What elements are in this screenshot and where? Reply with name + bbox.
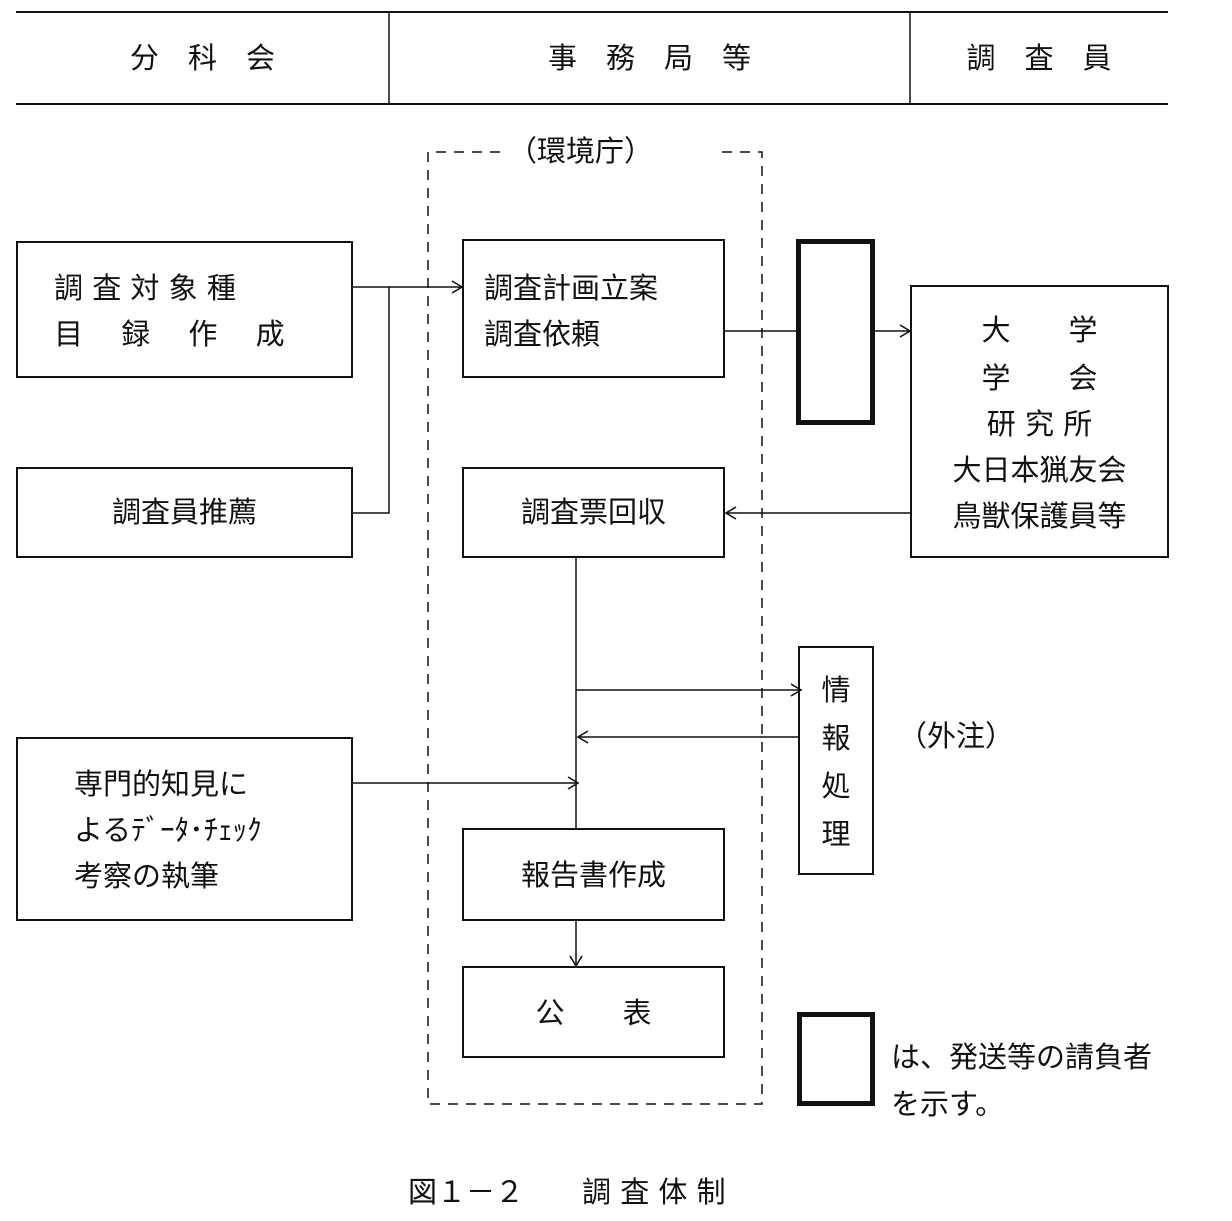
plan-box: 調査計画立案 調査依頼 — [462, 239, 725, 378]
institution-wildlife-officers: 鳥獣保護員等 — [952, 499, 1127, 533]
legend-line-2: を示す。 — [891, 1087, 1005, 1121]
line-recommend-join — [352, 287, 390, 514]
report-label: 報告書作成 — [520, 858, 666, 892]
recommend-box: 調査員推薦 — [16, 467, 353, 558]
info-processing-box: 情 報 処 理 — [798, 646, 874, 875]
legend-swatch — [797, 1012, 875, 1106]
header-secretariat: 事 務 局 等 — [547, 41, 751, 75]
info-char-4: 理 — [821, 817, 851, 851]
institution-institute: 研 究 所 — [986, 407, 1093, 441]
header-surveyors: 調 査 員 — [966, 41, 1112, 75]
plan-line-1: 調査計画立案 — [484, 271, 659, 305]
species-list-box: 調 査 対 象 種 目 録 作 成 — [16, 241, 353, 378]
contractor-box — [796, 239, 875, 425]
recommend-label: 調査員推薦 — [111, 495, 257, 529]
expert-box: 専門的知見に よるﾃﾞｰﾀ･ﾁｪｯｸ 考察の執筆 — [16, 737, 353, 921]
expert-line-3: 考察の執筆 — [74, 859, 220, 893]
header-subcommittee: 分 科 会 — [129, 41, 275, 75]
agency-frame — [427, 151, 763, 1105]
publish-box: 公 表 — [462, 966, 725, 1058]
legend-line-1: は、発送等の請負者 — [891, 1040, 1153, 1074]
publish-label: 公 表 — [535, 996, 652, 1030]
collect-box: 調査票回収 — [462, 467, 725, 558]
collect-label: 調査票回収 — [520, 495, 666, 529]
institution-hunters-assoc: 大日本猟友会 — [952, 453, 1127, 487]
info-char-3: 処 — [821, 769, 851, 803]
institution-university: 大 学 — [981, 313, 1098, 347]
institutions-box: 大 学 学 会 研 究 所 大日本猟友会 鳥獣保護員等 — [910, 285, 1169, 558]
report-box: 報告書作成 — [462, 828, 725, 921]
info-char-2: 報 — [821, 721, 851, 755]
plan-line-2: 調査依頼 — [484, 317, 601, 351]
figure-caption: 図１－２ 調 査 体 制 — [408, 1175, 726, 1209]
agency-label: （環境庁） — [508, 134, 654, 168]
species-list-line-2: 目 録 作 成 — [54, 317, 285, 351]
outsource-label: （外注） — [898, 719, 1015, 753]
institution-society: 学 会 — [981, 361, 1098, 395]
species-list-line-1: 調 査 対 象 種 — [54, 271, 236, 305]
expert-line-1: 専門的知見に — [74, 767, 249, 801]
info-char-1: 情 — [821, 673, 851, 707]
expert-line-2: よるﾃﾞｰﾀ･ﾁｪｯｸ — [74, 813, 262, 847]
